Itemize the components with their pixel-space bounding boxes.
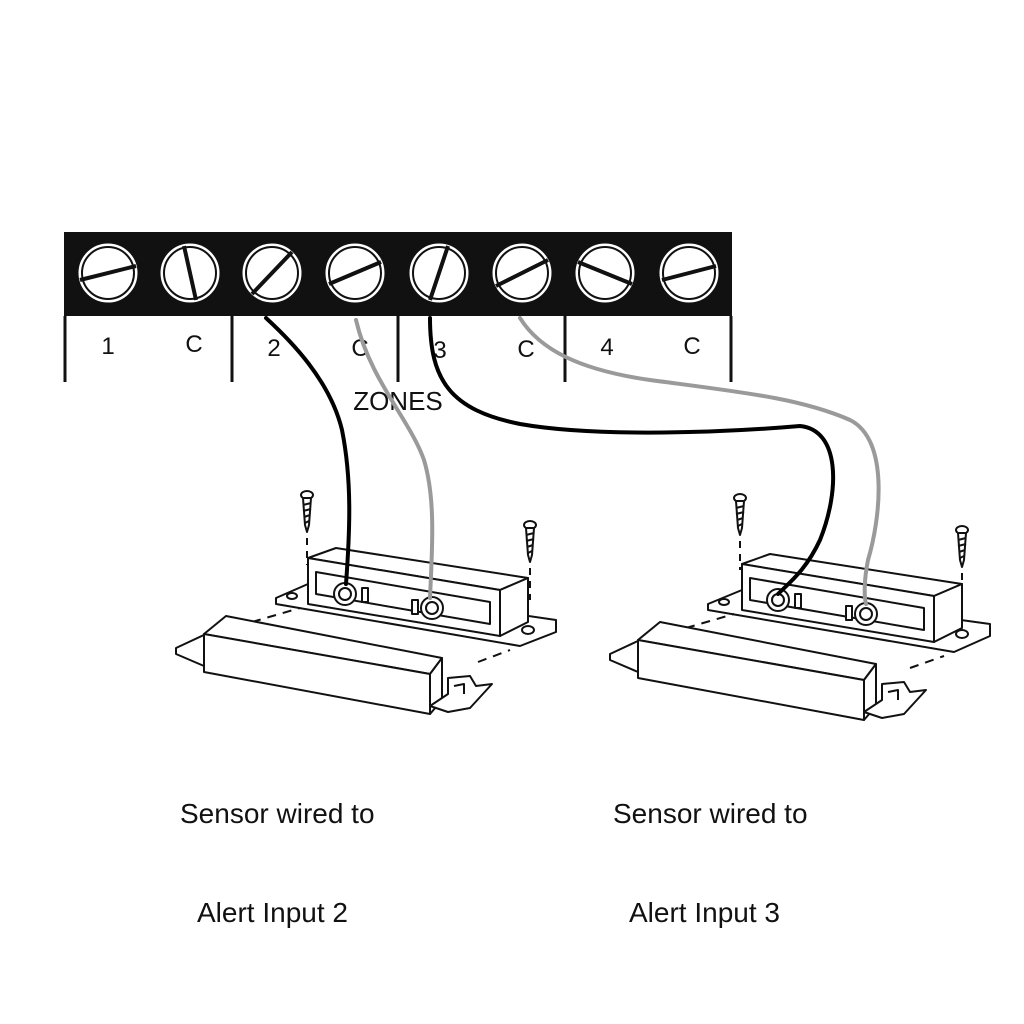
common-wire-sensor-2 (518, 316, 881, 606)
terminal-label: C (185, 331, 202, 358)
terminal-block: 1 C 2 C 3 C 4 C ZONES (63, 232, 733, 416)
magnet-end-tab (863, 681, 927, 719)
screw-terminal-c2 (322, 240, 388, 306)
magnet-tab (175, 633, 207, 667)
screw-terminal-c3 (489, 240, 555, 306)
terminal-label: 2 (267, 335, 280, 362)
terminal-label: 1 (101, 333, 114, 360)
screw-slot-icon (79, 264, 137, 282)
screw-slot-icon (182, 245, 198, 301)
caption-line: Alert Input 2 (197, 897, 348, 928)
alignment-line (909, 655, 945, 669)
switch-terminal-screw-icon (845, 602, 878, 626)
screw-terminal-1 (75, 240, 141, 306)
mounting-screw-icon (523, 520, 537, 600)
signal-wire-zone-3 (428, 316, 836, 596)
switch-terminal-screw-icon (766, 588, 802, 612)
screw-terminal-2 (239, 240, 305, 306)
sensor-1 (175, 490, 557, 715)
alignment-line (477, 649, 511, 663)
sensor-1-caption: Sensor wired to Alert Input 2 (180, 731, 375, 962)
caption-line: Alert Input 3 (629, 897, 780, 928)
screw-slot-icon (250, 250, 294, 296)
magnet-tab (609, 639, 641, 673)
screw-terminal-4 (572, 240, 638, 306)
terminal-label: C (517, 336, 534, 363)
sensor-2-caption: Sensor wired to Alert Input 3 (613, 731, 808, 962)
mounting-screw-icon (733, 493, 747, 570)
alignment-line (685, 613, 735, 629)
screw-slot-icon (328, 260, 382, 286)
screw-slot-icon (428, 245, 450, 301)
sensor-2 (609, 493, 991, 721)
terminal-label: 3 (433, 337, 446, 364)
screw-slot-icon (577, 260, 633, 286)
mounting-screw-icon (300, 490, 314, 565)
switch-body-side (499, 577, 529, 637)
alignment-line (251, 607, 301, 623)
terminal-label: C (683, 333, 700, 360)
screw-terminal-3 (406, 240, 472, 306)
signal-wire-zone-2 (264, 316, 352, 586)
magnet-end-tab (429, 675, 493, 713)
common-wire-sensor-1 (354, 318, 435, 600)
switch-terminal-screw-icon (333, 582, 369, 606)
terminal-label: 4 (600, 334, 613, 361)
screw-terminal-c4 (656, 240, 722, 306)
screw-slot-icon (495, 258, 549, 288)
caption-line: Sensor wired to (613, 798, 808, 829)
switch-body-side (933, 583, 963, 643)
caption-line: Sensor wired to (180, 798, 375, 829)
screw-terminal-c1 (157, 240, 223, 306)
screw-slot-icon (661, 264, 717, 282)
wires (264, 316, 881, 606)
